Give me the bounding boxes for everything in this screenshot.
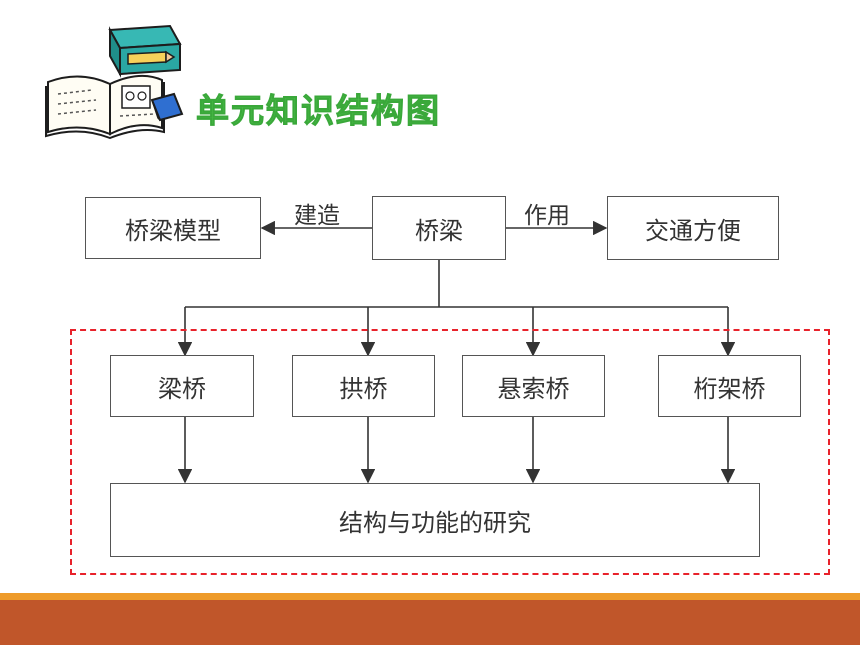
node-type-suspension-bridge: 悬索桥 <box>462 355 605 417</box>
edge-label-function: 作用 <box>524 203 570 229</box>
footer-band <box>0 600 860 645</box>
node-type-beam-bridge: 梁桥 <box>110 355 254 417</box>
eraser-icon <box>150 92 184 122</box>
footer-accent-band <box>0 593 860 600</box>
node-type-arch-bridge: 拱桥 <box>292 355 435 417</box>
book-illustration-icon <box>45 24 184 140</box>
node-bridge-root: 桥梁 <box>372 196 506 260</box>
node-bridge-model: 桥梁模型 <box>85 197 261 259</box>
page-title: 单元知识结构图 <box>196 91 441 131</box>
dashed-frame <box>70 329 830 575</box>
node-structure-function-study: 结构与功能的研究 <box>110 483 760 557</box>
edge-label-build: 建造 <box>294 203 340 229</box>
node-convenient-traffic: 交通方便 <box>607 196 779 260</box>
node-type-truss-bridge: 桁架桥 <box>658 355 801 417</box>
pencil-box-icon <box>108 24 182 78</box>
open-book-icon <box>45 74 165 140</box>
